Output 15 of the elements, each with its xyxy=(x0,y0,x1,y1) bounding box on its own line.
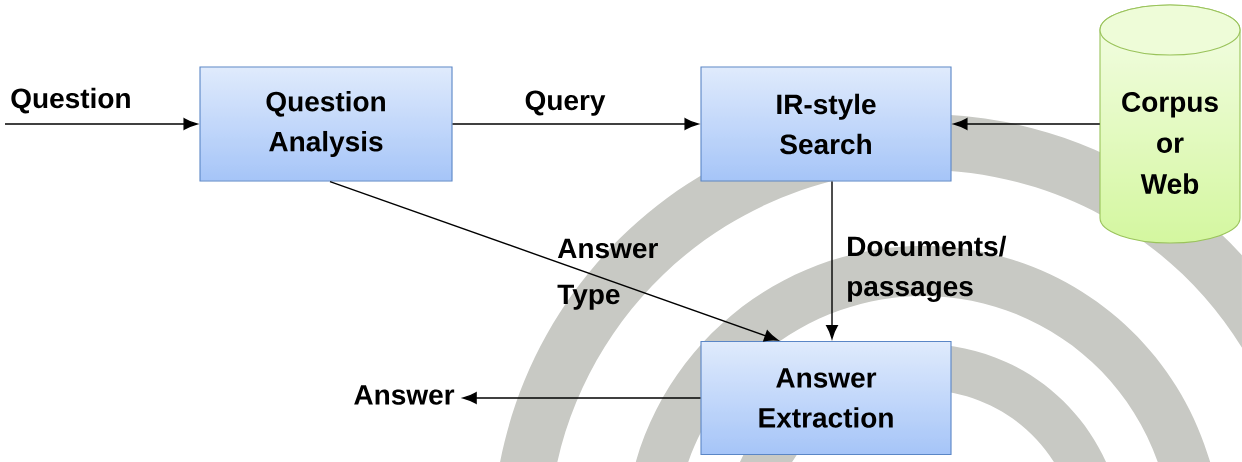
process-box: IR-style Search xyxy=(700,66,952,182)
edge-label: Documents/ passages xyxy=(848,235,1007,302)
edge-label: Answer Type xyxy=(557,238,658,310)
arrow xyxy=(329,180,779,342)
process-box: Answer Extraction xyxy=(700,340,952,456)
arrow xyxy=(4,118,198,130)
arrow xyxy=(451,118,699,130)
process-box: Question Analysis xyxy=(199,66,453,182)
arrow xyxy=(462,392,702,404)
database-cylinder: Corpus or Web xyxy=(1099,4,1241,244)
arrow xyxy=(953,118,1101,130)
edge-label: Question xyxy=(11,87,130,114)
text-label: Answer xyxy=(354,385,455,405)
arrow xyxy=(826,180,838,339)
edge-label: Query xyxy=(525,90,606,116)
